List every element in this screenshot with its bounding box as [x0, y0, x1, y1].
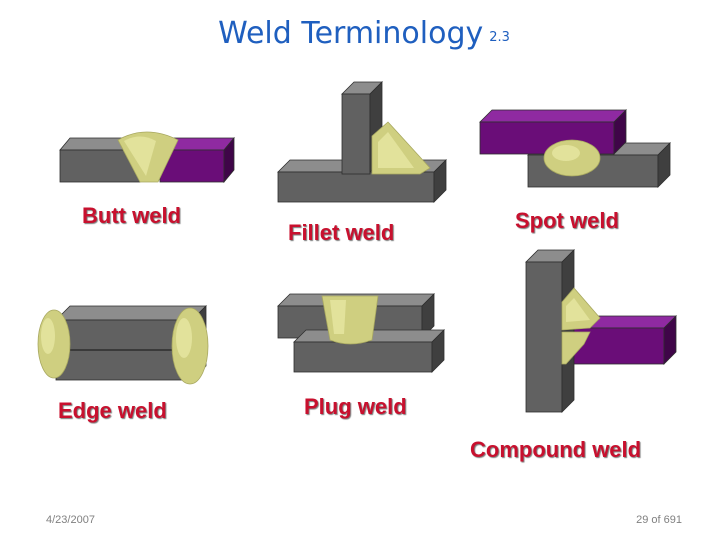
- compound-weld-illustration: [525, 249, 677, 413]
- slide-date: 4/23/2007: [46, 514, 95, 526]
- fillet-weld-label: Fillet weld: [288, 220, 395, 245]
- edge-weld-illustration: [37, 305, 209, 385]
- compound-weld-label: Compound weld: [470, 437, 642, 462]
- spot-weld-label: Spot weld: [515, 208, 619, 233]
- plug-weld-illustration: [277, 293, 445, 373]
- page-number: 29 of 691: [636, 514, 682, 526]
- butt-weld-illustration: [59, 131, 235, 184]
- title-text: Weld Terminology: [218, 16, 484, 51]
- fillet-weld-illustration: [277, 81, 447, 203]
- plug-weld-label: Plug weld: [304, 394, 407, 419]
- slide-title: Weld Terminology 2.3: [0, 14, 728, 58]
- edge-weld-label: Edge weld: [58, 398, 167, 423]
- spot-weld-illustration: [479, 109, 671, 188]
- butt-weld-label: Butt weld: [82, 203, 181, 228]
- section-number: 2.3: [489, 30, 510, 45]
